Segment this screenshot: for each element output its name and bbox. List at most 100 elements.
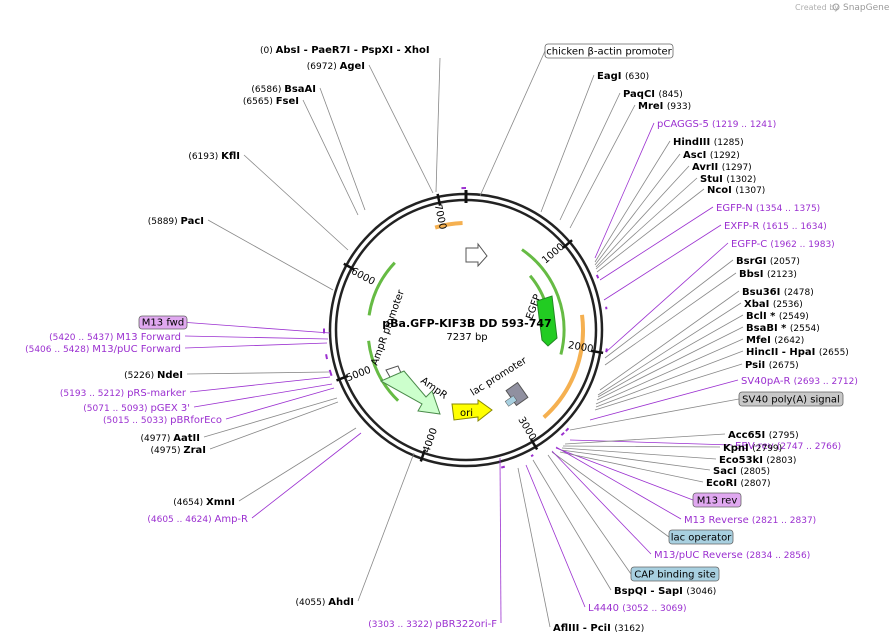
green-arc-upper-left: [367, 261, 396, 316]
leader-xbai: [597, 302, 742, 396]
leader-pgex-3: [193, 383, 333, 408]
label-ebv-rev[interactable]: EBV-rev (2747 .. 2766): [735, 441, 841, 452]
label-text-egfp-n: EGFP-N (1354 .. 1375): [716, 203, 820, 214]
feature-box-m13-rev[interactable]: M13 rev: [692, 492, 742, 508]
leader-m13-fwd: [186, 322, 331, 334]
label-ahdi[interactable]: (4055) AhdI: [295, 597, 354, 608]
label-ndei[interactable]: (5226) NdeI: [124, 370, 183, 381]
feature-box-m13-fwd[interactable]: M13 fwd: [138, 315, 188, 330]
primer-mark-2: [325, 354, 328, 360]
label-bsu36i[interactable]: Bsu36I (2478): [742, 287, 814, 298]
tick-1000: [562, 239, 573, 249]
label-kfli[interactable]: (6193) KflI: [188, 151, 240, 162]
label-text-prs-marker: (5193 .. 5212) pRS-marker: [60, 388, 187, 399]
label-text-zrai: (4975) ZraI: [151, 445, 206, 456]
label-zrai[interactable]: (4975) ZraI: [151, 445, 206, 456]
label-pbrforeco[interactable]: (5015 .. 5033) pBRforEco: [103, 415, 222, 426]
label-hindiii[interactable]: HindIII (1285): [673, 137, 744, 148]
label-bsaai[interactable]: (6586) BsaAI: [251, 84, 316, 95]
label-text-xmni: (4654) XmnI: [173, 497, 235, 508]
label-xbai[interactable]: XbaI (2536): [744, 299, 803, 310]
label-exfp-r[interactable]: EXFP-R (1615 .. 1634): [724, 221, 827, 232]
label-ecori[interactable]: EcoRI (2807): [706, 478, 770, 489]
feature-box-text: SV40 poly(A) signal: [742, 395, 840, 406]
label-amp-r[interactable]: (4605 .. 4624) Amp-R: [147, 514, 248, 525]
label-egfp-n[interactable]: EGFP-N (1354 .. 1375): [716, 203, 820, 214]
label-text-bspqi-sapi: BspQI - SapI (3046): [614, 586, 716, 597]
snapgene-logo-icon: [832, 3, 840, 11]
label-acc65i[interactable]: Acc65I (2795): [728, 430, 799, 441]
tick-label-7000: 7000: [432, 203, 448, 230]
label-pgex-3[interactable]: (5071 .. 5093) pGEX 3': [83, 403, 190, 414]
feature-box-cap-binding-site[interactable]: CAP binding site: [630, 566, 720, 582]
label-afliii-pcii[interactable]: AflIII - PciI (3162): [553, 623, 644, 634]
feature-box-sv40-poly-a-signal[interactable]: SV40 poly(A) signal: [738, 391, 844, 407]
label-text-bcli: BclI * (2549): [746, 311, 809, 322]
leader-m13-reverse: [555, 446, 682, 520]
feature-box-chicken-actin-promoter[interactable]: chicken β-actin promoter: [544, 43, 674, 59]
leader-afliii-pcii: [517, 467, 551, 628]
tick-label-1000: 1000: [540, 241, 567, 266]
leader-xhoi: [435, 57, 441, 193]
label-text-m13-forward: (5420 .. 5437) M13 Forward: [49, 332, 181, 343]
label-paci[interactable]: (5889) PacI: [148, 216, 204, 227]
label-asci[interactable]: AscI (1292): [683, 150, 740, 161]
label-ncoi[interactable]: NcoI (1307): [707, 185, 765, 196]
feature-box-lac-operator[interactable]: lac operator: [668, 529, 734, 545]
label-text-ebv-rev: EBV-rev (2747 .. 2766): [735, 441, 841, 452]
label-m13-puc-reverse[interactable]: M13/pUC Reverse (2834 .. 2856): [654, 550, 810, 561]
leader-paci: [207, 219, 334, 291]
label-xhoi-group[interactable]: (0) AbsI - PaeR7I - PspXI - XhoI: [260, 45, 430, 56]
label-pcaggs-5[interactable]: pCAGGS-5 (1219 .. 1241): [657, 119, 776, 130]
label-mrei[interactable]: MreI (933): [638, 101, 691, 112]
label-saci[interactable]: SacI (2805): [713, 466, 770, 477]
tick-label-3000: 3000: [515, 415, 537, 442]
label-eagi[interactable]: EagI (630): [597, 71, 649, 82]
ampr-feature: [379, 370, 441, 415]
label-hincii-hpai[interactable]: HincII - HpaI (2655): [746, 347, 849, 358]
label-egfp-c[interactable]: EGFP-C (1962 .. 1983): [731, 239, 835, 250]
label-text-hindiii: HindIII (1285): [673, 137, 744, 148]
label-m13-reverse[interactable]: M13 Reverse (2821 .. 2837): [684, 515, 816, 526]
label-text-bsaai: (6586) BsaAI: [251, 84, 316, 95]
label-mfei[interactable]: MfeI (2642): [746, 335, 804, 346]
label-bbsi[interactable]: BbsI (2123): [739, 269, 797, 280]
promoter-arrow: [465, 242, 488, 268]
tick-label-6000: 6000: [349, 266, 377, 288]
label-kpni[interactable]: KpnI (2799): [723, 443, 782, 454]
label-fsei[interactable]: (6565) FseI: [243, 96, 299, 107]
label-text-l4440: L4440 (3052 .. 3069): [588, 603, 686, 614]
leader-asci: [594, 153, 681, 266]
label-l4440[interactable]: L4440 (3052 .. 3069): [588, 603, 686, 614]
label-leader-lines: [184, 50, 744, 628]
label-m13-forward[interactable]: (5420 .. 5437) M13 Forward: [49, 332, 181, 343]
label-eco53ki[interactable]: Eco53kI (2803): [719, 455, 796, 466]
label-bcli[interactable]: BclI * (2549): [746, 311, 809, 322]
leader-chicken-actin-promoter: [479, 50, 546, 197]
label-xmni[interactable]: (4654) XmnI: [173, 497, 235, 508]
label-sv40pa-r[interactable]: SV40pA-R (2693 .. 2712): [741, 376, 858, 387]
snapgene-brand: SnapGene: [843, 3, 890, 13]
primer-mark-10: [500, 465, 506, 469]
label-psii[interactable]: PsiI (2675): [745, 360, 799, 371]
label-avrii[interactable]: AvrII (1297): [692, 162, 752, 173]
egfp-feature: [536, 295, 558, 347]
label-bspqi-sapi[interactable]: BspQI - SapI (3046): [614, 586, 716, 597]
primer-mark-7: [565, 427, 570, 432]
label-stui[interactable]: StuI (1302): [700, 174, 756, 185]
label-text-saci: SacI (2805): [713, 466, 770, 477]
tick-label-2000: 2000: [567, 340, 594, 355]
label-text-acc65i: Acc65I (2795): [728, 430, 799, 441]
label-pbr322ori-f[interactable]: (3303 .. 3322) pBR322ori-F: [368, 619, 497, 630]
leader-ncoi: [596, 188, 705, 273]
label-prs-marker[interactable]: (5193 .. 5212) pRS-marker: [60, 388, 187, 399]
label-bsabi[interactable]: BsaBI * (2554): [746, 323, 820, 334]
leader-agei: [368, 64, 434, 194]
label-m13-puc-forward[interactable]: (5406 .. 5428) M13/pUC Forward: [25, 344, 181, 355]
label-paqci[interactable]: PaqCI (845): [623, 89, 683, 100]
label-agei[interactable]: (6972) AgeI: [307, 61, 365, 72]
leader-m13-forward: [184, 335, 329, 340]
label-bsrgi[interactable]: BsrGI (2057): [736, 256, 800, 267]
feature-box-bg: [138, 315, 188, 330]
label-aatii[interactable]: (4977) AatII: [140, 433, 200, 444]
